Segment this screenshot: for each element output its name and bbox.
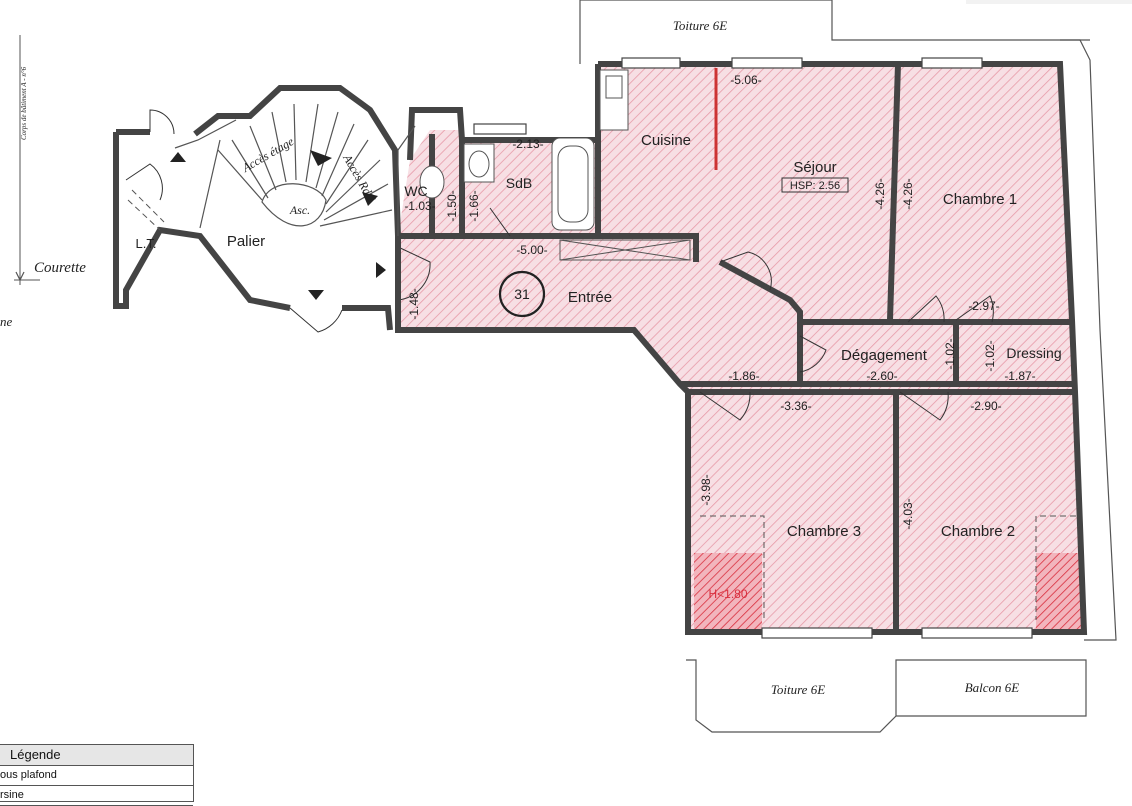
dim-ch2-width: -2.90- (970, 399, 1001, 413)
low-ceiling-zone-right (1036, 553, 1082, 631)
toilet (419, 165, 445, 199)
dim-ch3-width: -3.36- (780, 399, 811, 413)
room-chambre2: Chambre 2 (941, 523, 1015, 540)
toiture-top-label: Toiture 6E (673, 18, 727, 33)
side-note: Corps de bâtiment A - n°6 (20, 66, 28, 140)
apartment-walls (395, 57, 1088, 639)
dim-ch2-height: -4.03- (901, 498, 915, 529)
low-ceiling-zone-left (694, 553, 762, 631)
bathtub (551, 137, 595, 231)
window (731, 57, 803, 69)
legend-row: rsine (0, 786, 193, 806)
dim-ch1-height: -4.26- (901, 178, 915, 209)
entry-arrow-icon (376, 262, 386, 278)
window (921, 627, 1033, 639)
dim-sdb-width: -2.13- (512, 137, 543, 151)
dim-wc-height: -1.50- (445, 190, 459, 221)
room-degagement: Dégagement (841, 347, 928, 364)
legend: Légende ous plafond rsine (0, 744, 194, 806)
window (621, 57, 681, 69)
dim-dressing-height: -1.02- (983, 340, 997, 371)
washbasin (463, 143, 495, 183)
dim-sdb-height: -1.66- (467, 190, 481, 221)
up-arrow-icon (170, 152, 186, 162)
acces-rdc-label: Accès RdC (340, 151, 379, 205)
sink-unit (599, 69, 629, 131)
room-chambre1: Chambre 1 (943, 191, 1017, 208)
window (473, 123, 527, 135)
dim-wc-width: -1.03- (404, 199, 435, 213)
lt-label: L.T. (136, 236, 157, 251)
down-arrow-icon (308, 290, 324, 300)
dim-sejour-height: -4.26- (873, 178, 887, 209)
balcon-label: Balcon 6E (965, 680, 1020, 695)
dim-entree-bottom: -1.86- (728, 369, 759, 383)
hsp-value: HSP: 2.56 (790, 180, 840, 192)
room-sejour: Séjour (793, 159, 836, 176)
dim-entree-width: -5.00- (516, 243, 547, 257)
room-chambre3: Chambre 3 (787, 523, 861, 540)
labels: Toiture 6E Toiture 6E Balcon 6E Courette… (0, 18, 1062, 697)
dim-entree-height: -1.48- (407, 288, 421, 319)
room-cuisine: Cuisine (641, 132, 691, 149)
edge-text: ne (0, 314, 13, 329)
dim-ch3-height: -3.98- (699, 474, 713, 505)
room-sdb: SdB (506, 175, 532, 191)
courette-label: Courette (34, 260, 86, 276)
cupboard (559, 239, 691, 261)
apartment-area (398, 64, 1084, 632)
dim-degagement-height: -1.02- (943, 338, 957, 369)
apartment-number-circle (498, 270, 546, 318)
legend-row: ous plafond (0, 766, 193, 786)
exterior-lines (14, 0, 1132, 733)
room-entree: Entrée (568, 289, 612, 306)
asc-label: Asc. (289, 203, 310, 217)
window (761, 627, 873, 639)
staircase-area (113, 85, 465, 333)
dim-ch1-width: -2.97- (968, 299, 999, 313)
window (921, 57, 983, 69)
dim-sejour-width: -5.06- (730, 73, 761, 87)
toiture-bottom-label: Toiture 6E (771, 682, 825, 697)
room-wc: WC (404, 183, 427, 199)
legend-title: Légende (0, 745, 193, 766)
low-ceiling-label: H<1.80 (708, 587, 747, 601)
dim-dressing-width: -1.87- (1004, 369, 1035, 383)
palier-label: Palier (227, 233, 265, 250)
dimensions: -5.06- -4.26- -4.26- -2.97- -2.13- -1.66… (404, 73, 1035, 530)
apartment-number: 31 (514, 286, 530, 302)
dim-degagement-width: -2.60- (866, 369, 897, 383)
room-dressing: Dressing (1006, 345, 1061, 361)
